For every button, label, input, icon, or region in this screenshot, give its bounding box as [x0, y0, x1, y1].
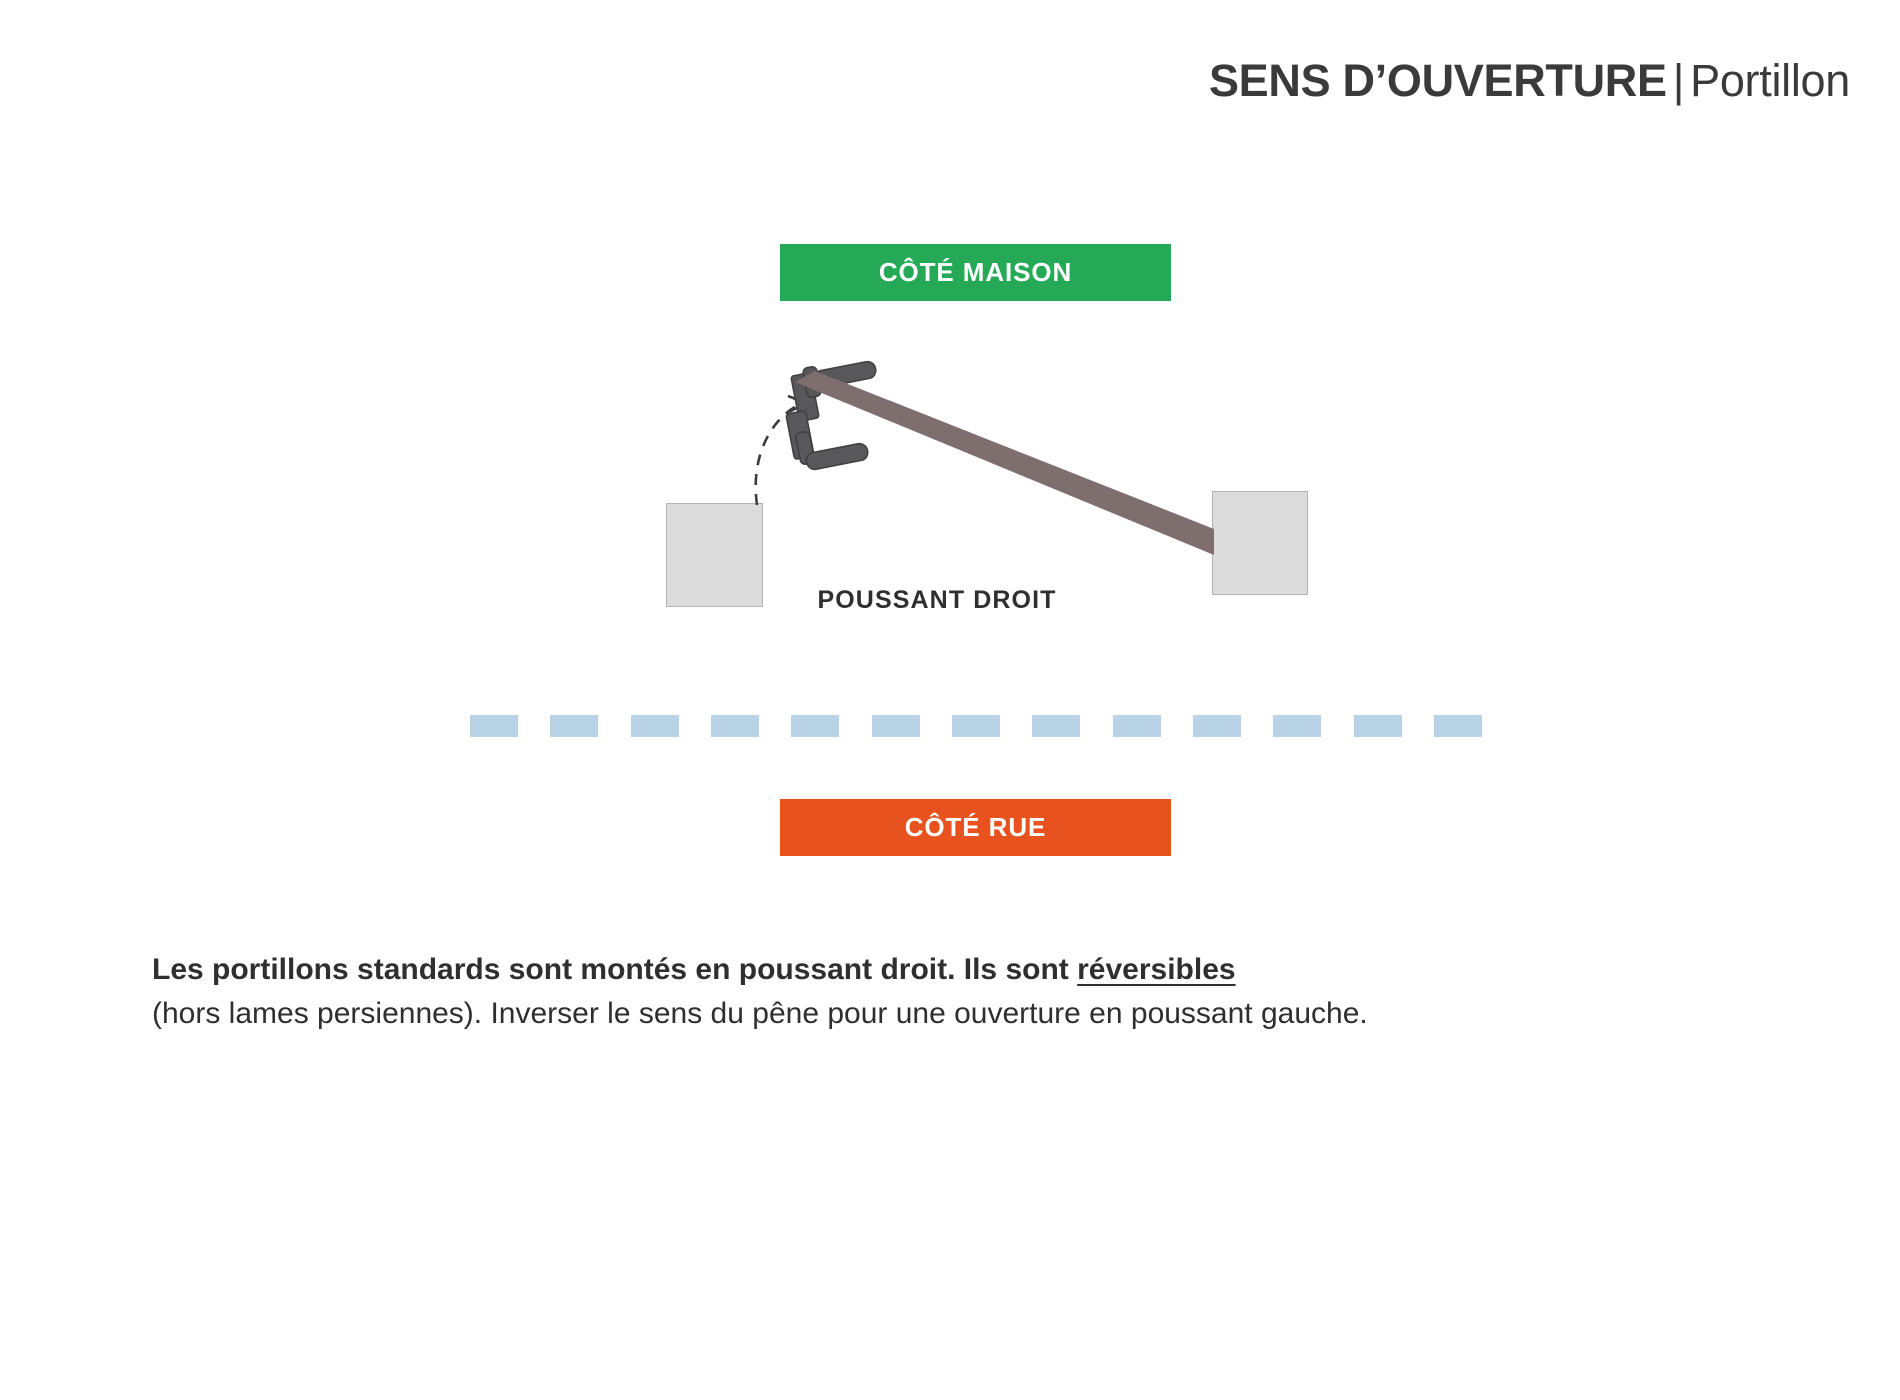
caption-line-2: (hors lames persiennes). Inverser le sen… [152, 997, 1368, 1030]
house-side-banner-label: CÔTÉ MAISON [878, 257, 1073, 287]
street-dash [1192, 715, 1241, 737]
door-handle-lower-icon [785, 410, 869, 471]
caption-line-1: Les portillons standards sont montés en … [152, 948, 1802, 992]
page-title-separator: | [1672, 55, 1685, 106]
street-dash [630, 715, 679, 737]
street-dash [951, 715, 1000, 737]
gate-post-right [1212, 491, 1308, 595]
street-dash [1032, 715, 1081, 737]
street-dash [791, 715, 840, 737]
street-dash [871, 715, 920, 737]
opening-direction-label: POUSSANT DROIT [817, 586, 1057, 614]
opening-direction-diagram: CÔTÉ MAISON POUSSANT DROIT [470, 244, 1482, 856]
gate-post-left [666, 503, 763, 607]
street-side-banner: CÔTÉ RUE [780, 799, 1171, 856]
gate-leaf [795, 371, 1214, 555]
house-side-banner: CÔTÉ MAISON [780, 244, 1171, 301]
street-dash [1353, 715, 1402, 737]
gate-leaf-graphic [754, 360, 1214, 555]
street-dash [470, 715, 518, 737]
caption-block: Les portillons standards sont montés en … [152, 948, 1802, 1036]
street-dash [1273, 715, 1322, 737]
street-dash [1433, 715, 1482, 737]
caption-line-1-text: Les portillons standards sont montés en … [152, 953, 1078, 986]
street-dash [1112, 715, 1161, 737]
page-title-light: Portillon [1690, 55, 1850, 106]
page-title-strong: SENS D’OUVERTURE [1208, 55, 1667, 106]
street-dash [550, 715, 599, 737]
page-title: SENS D’OUVERTURE|Portillon [1209, 52, 1850, 110]
street-boundary-line [470, 715, 1482, 737]
street-dash [710, 715, 759, 737]
caption-reversible-emphasis: réversibles [1077, 953, 1236, 986]
street-side-banner-label: CÔTÉ RUE [904, 812, 1047, 842]
